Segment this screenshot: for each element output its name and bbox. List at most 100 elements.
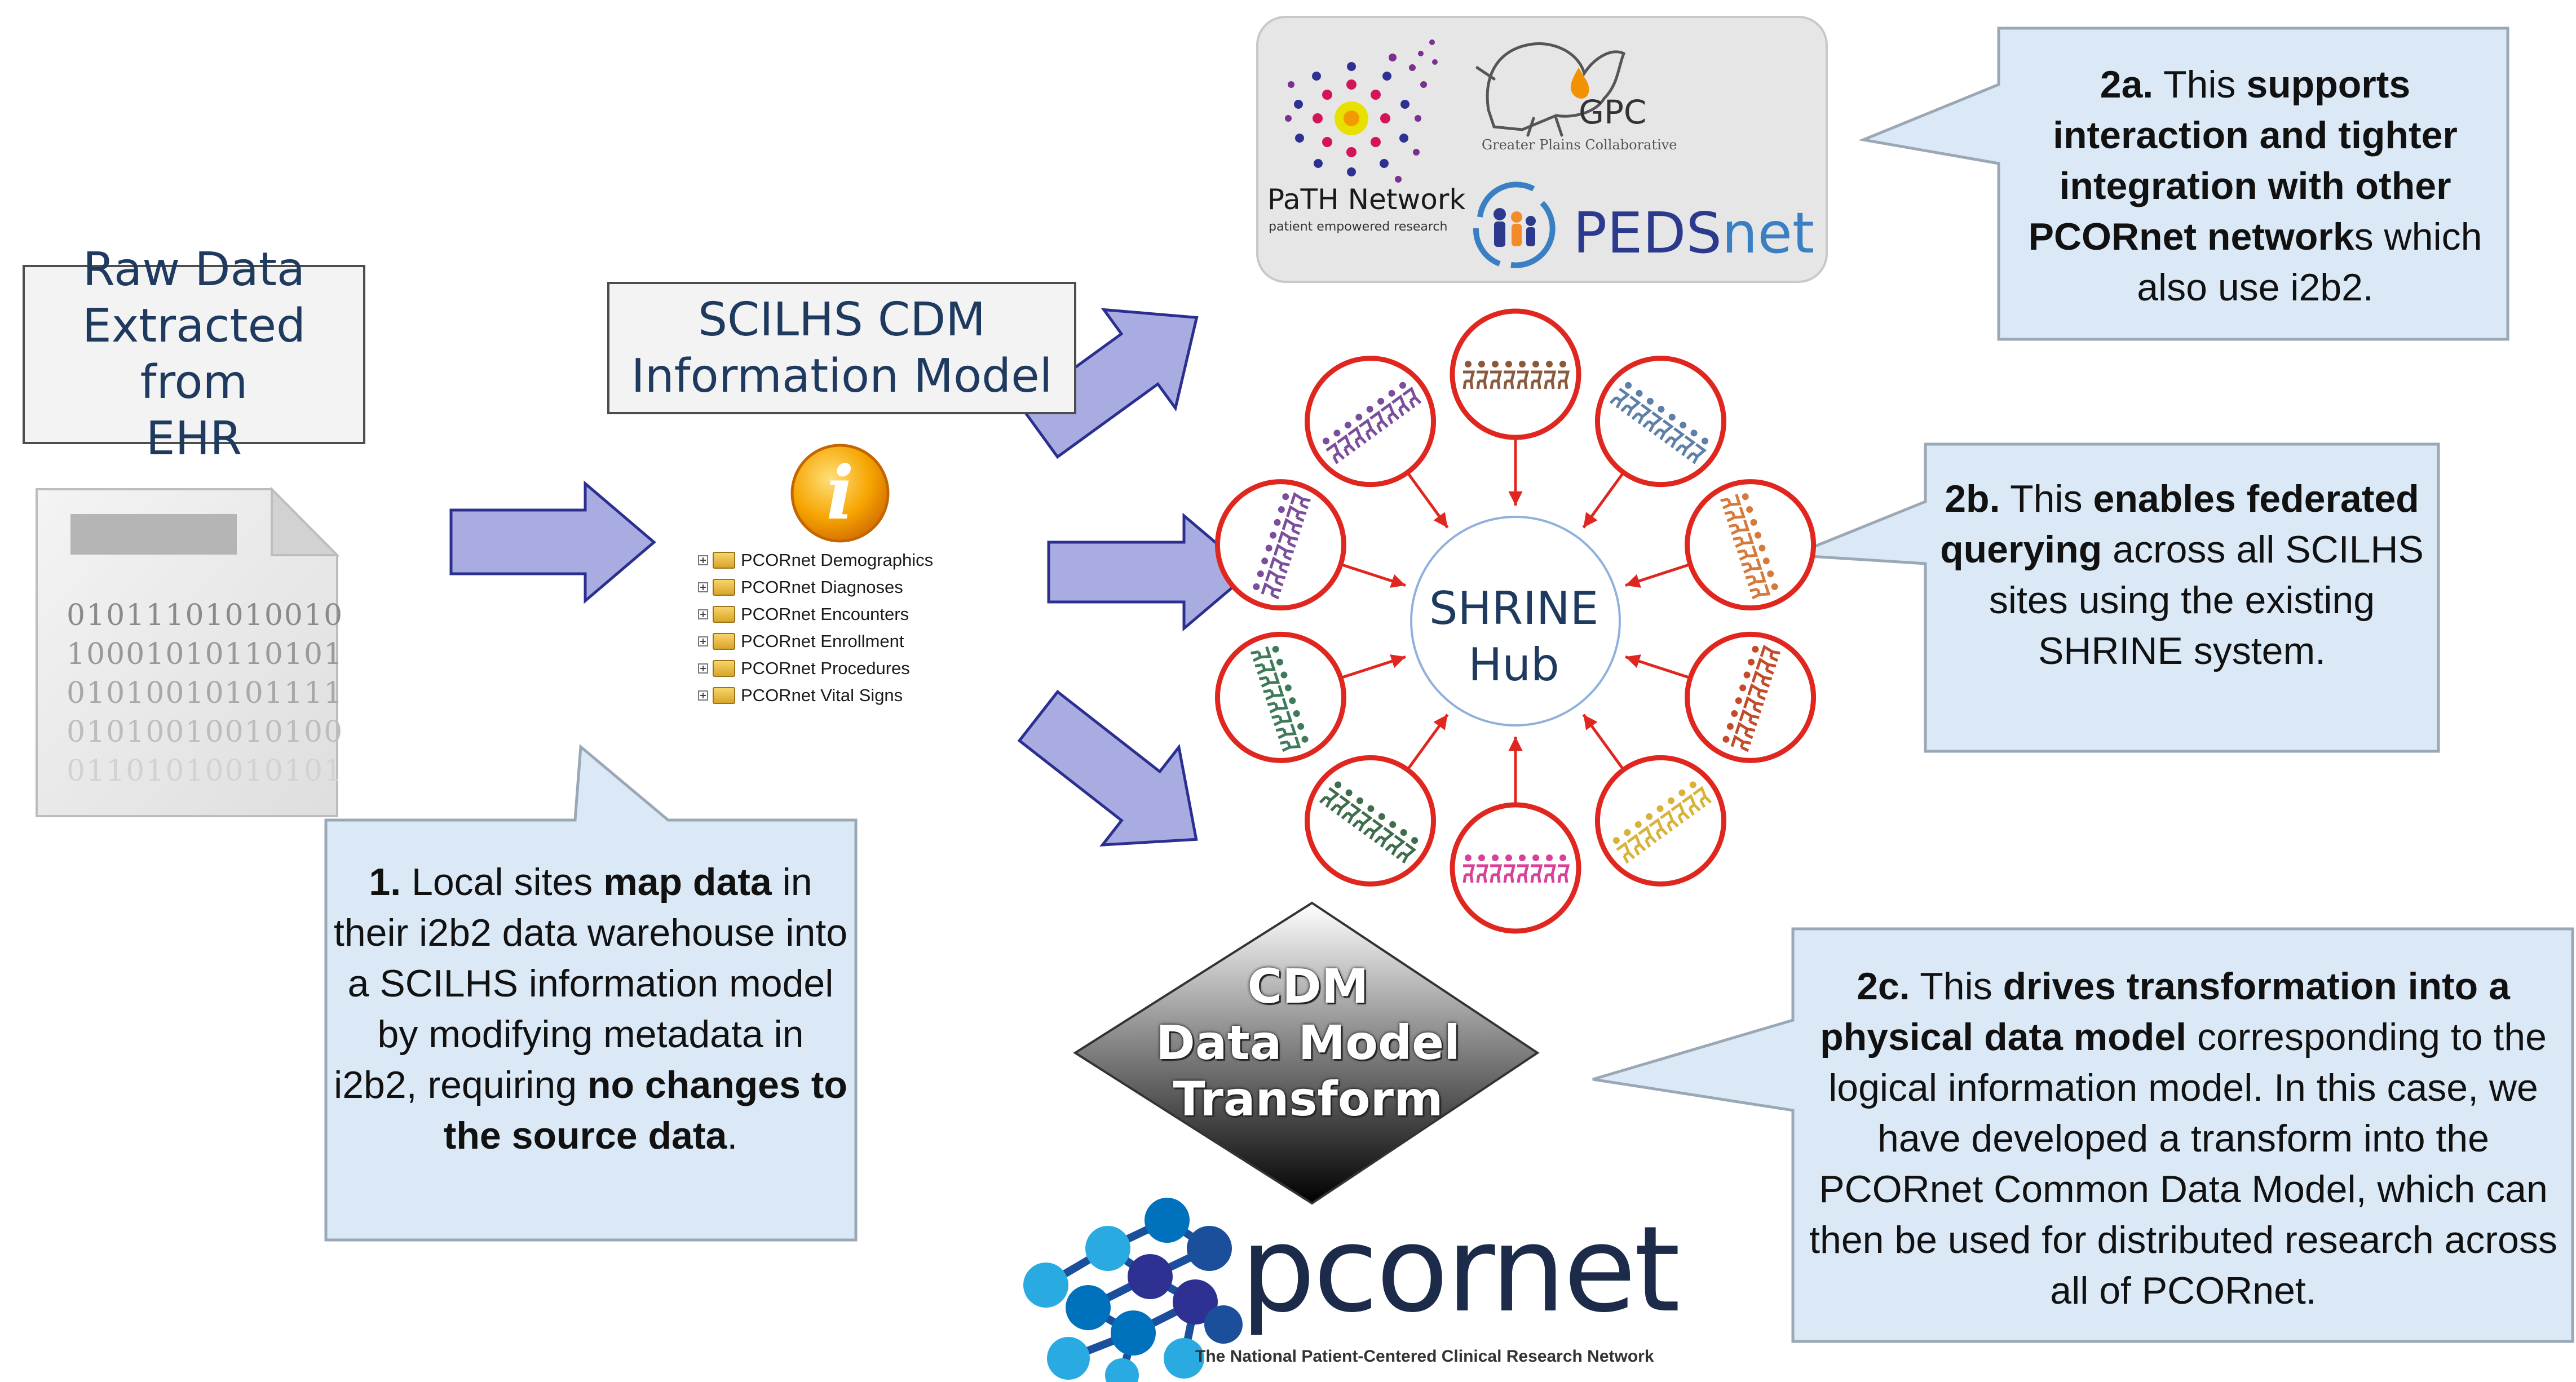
callout-1-bubble	[324, 743, 858, 1242]
path-network-subtitle: patient empowered research	[1269, 220, 1448, 234]
cdm-line-3: Transform	[1173, 1071, 1443, 1127]
people-icon	[1323, 382, 1422, 464]
raw-data-label: Raw Data Extracted from EHR	[23, 243, 365, 466]
tree-item[interactable]: PCORnet Encounters	[698, 601, 909, 628]
partner-logos-panel	[1256, 16, 1828, 283]
binary-line: 01011101010010	[67, 599, 344, 632]
binary-data-text: 01011101010010 10001010110101 0101001010…	[67, 596, 343, 791]
arrow-model-to-transform	[1017, 689, 1198, 847]
people-icon	[1722, 644, 1780, 752]
pedsnet-name: PEDSnet	[1573, 200, 1814, 266]
tree-item[interactable]: PCORnet Demographics	[698, 547, 933, 574]
cdm-transform-diamond	[1073, 901, 1540, 1205]
binary-line: 01010010101111	[67, 676, 344, 710]
site-circle	[1450, 802, 1581, 934]
shrine-hub-line-1: SHRINE	[1429, 582, 1599, 635]
callout-bold-part: drives transformation into a physical da…	[1820, 965, 2510, 1058]
connector-arrowhead	[1433, 714, 1448, 730]
callout-text-part: corresponding to the logical information…	[1809, 1016, 2557, 1312]
tree-item[interactable]: PCORnet Enrollment	[698, 628, 904, 655]
binary-line: 10001010110101	[67, 637, 344, 671]
connector-arrowhead	[1625, 574, 1641, 588]
arrow-model-to-partners	[1019, 308, 1199, 459]
callout-bold-part: map data	[603, 861, 772, 903]
site-circle	[1685, 631, 1817, 763]
gpc-bird-logo	[1475, 42, 1626, 137]
tree-item[interactable]: PCORnet Diagnoses	[698, 574, 903, 601]
callout-2b-text: 2b. This enables federated querying acro…	[1934, 473, 2430, 676]
cdm-line-1: CDM	[1247, 959, 1369, 1014]
site-circle	[1214, 631, 1346, 763]
people-icon	[1720, 493, 1778, 600]
expand-icon[interactable]	[698, 609, 708, 619]
callout-bold-part: enables federated querying	[1940, 477, 2419, 571]
path-network-logo	[1285, 39, 1438, 183]
tree-item[interactable]: PCORnet Procedures	[698, 655, 910, 682]
callout-1-text: 1. Local sites map data in their i2b2 da…	[333, 857, 849, 1161]
callout-2a-text: 2a. This supports interaction and tighte…	[2013, 59, 2498, 313]
connector-arrowhead	[1583, 714, 1598, 730]
expand-icon[interactable]	[698, 690, 708, 701]
tree-item-label: PCORnet Demographics	[741, 550, 934, 570]
expand-icon[interactable]	[698, 582, 708, 592]
people-icon	[1319, 781, 1419, 864]
callout-2b-bubble	[1792, 442, 2440, 753]
info-icon: i	[790, 444, 890, 543]
expand-icon[interactable]	[698, 663, 708, 674]
pcornet-dot	[1066, 1285, 1111, 1330]
tree-item-label: PCORnet Enrollment	[741, 631, 904, 651]
expand-icon[interactable]	[698, 555, 708, 565]
site-circle	[1594, 356, 1726, 488]
pcornet-dot	[1187, 1226, 1232, 1271]
pcornet-logo-mark	[1023, 1198, 1243, 1382]
site-circle	[1305, 755, 1437, 887]
callout-text-part: This	[1910, 965, 2003, 1008]
ontology-tree: PCORnet Demographics PCORnet Diagnoses P…	[698, 547, 980, 716]
people-icon	[1462, 361, 1570, 389]
folder-icon	[713, 606, 735, 623]
callout-text-part: This	[2000, 477, 2093, 520]
callout-2b-number: 2b.	[1945, 477, 2000, 520]
folder-icon	[713, 633, 735, 650]
people-icon	[1251, 645, 1309, 752]
cdm-transform-label: CDM Data Model Transform	[1116, 958, 1500, 1127]
pedsnet-icon	[1473, 181, 1556, 268]
gpc-name: GPC	[1579, 93, 1647, 131]
connector-arrowhead	[1583, 512, 1598, 528]
callout-2a-bubble	[1858, 26, 2509, 341]
callout-2c-bubble	[1592, 927, 2574, 1343]
connector-arrowhead	[1433, 512, 1448, 528]
info-model-line-2: Information Model	[631, 349, 1053, 403]
callout-text-part: This	[2153, 63, 2247, 106]
gpc-drop-icon	[1570, 68, 1589, 99]
people-icon	[1609, 382, 1708, 464]
pcornet-dot	[1085, 1226, 1130, 1271]
site-circle	[1594, 755, 1726, 887]
connector-arrowhead	[1390, 574, 1406, 588]
connector-arrowhead	[1508, 491, 1523, 506]
raw-data-line-3: EHR	[145, 412, 242, 466]
connector-arrowhead	[1625, 654, 1641, 668]
arrow-raw-to-model	[449, 480, 656, 604]
shrine-hub-label: SHRINE Hub	[1409, 581, 1618, 693]
tree-item[interactable]: PCORnet Vital Signs	[698, 682, 903, 709]
arrow-model-to-shrine	[1047, 512, 1253, 632]
callout-text-part: in their i2b2 data warehouse into a SCIL…	[333, 861, 848, 1106]
svg-text:i: i	[826, 450, 854, 536]
expand-icon[interactable]	[698, 636, 708, 646]
callout-2c-text: 2c. This drives transformation into a ph…	[1801, 961, 2565, 1316]
gpc-subtitle: Greater Plains Collaborative	[1482, 137, 1677, 153]
pcornet-dot	[1204, 1305, 1243, 1344]
cdm-line-2: Data Model	[1156, 1015, 1460, 1070]
tree-item-label: PCORnet Vital Signs	[741, 685, 903, 705]
pcornet-dot	[1105, 1358, 1139, 1382]
pedsnet-name-b: net	[1721, 200, 1815, 266]
callout-2a-number: 2a.	[2100, 63, 2154, 106]
pcornet-dot	[1023, 1263, 1068, 1308]
pcornet-dot	[1164, 1338, 1204, 1379]
pcornet-dot	[1173, 1279, 1218, 1325]
callout-1-number: 1.	[369, 861, 401, 903]
pcornet-dot	[1145, 1198, 1190, 1243]
callout-text-part: Local sites	[401, 861, 604, 903]
